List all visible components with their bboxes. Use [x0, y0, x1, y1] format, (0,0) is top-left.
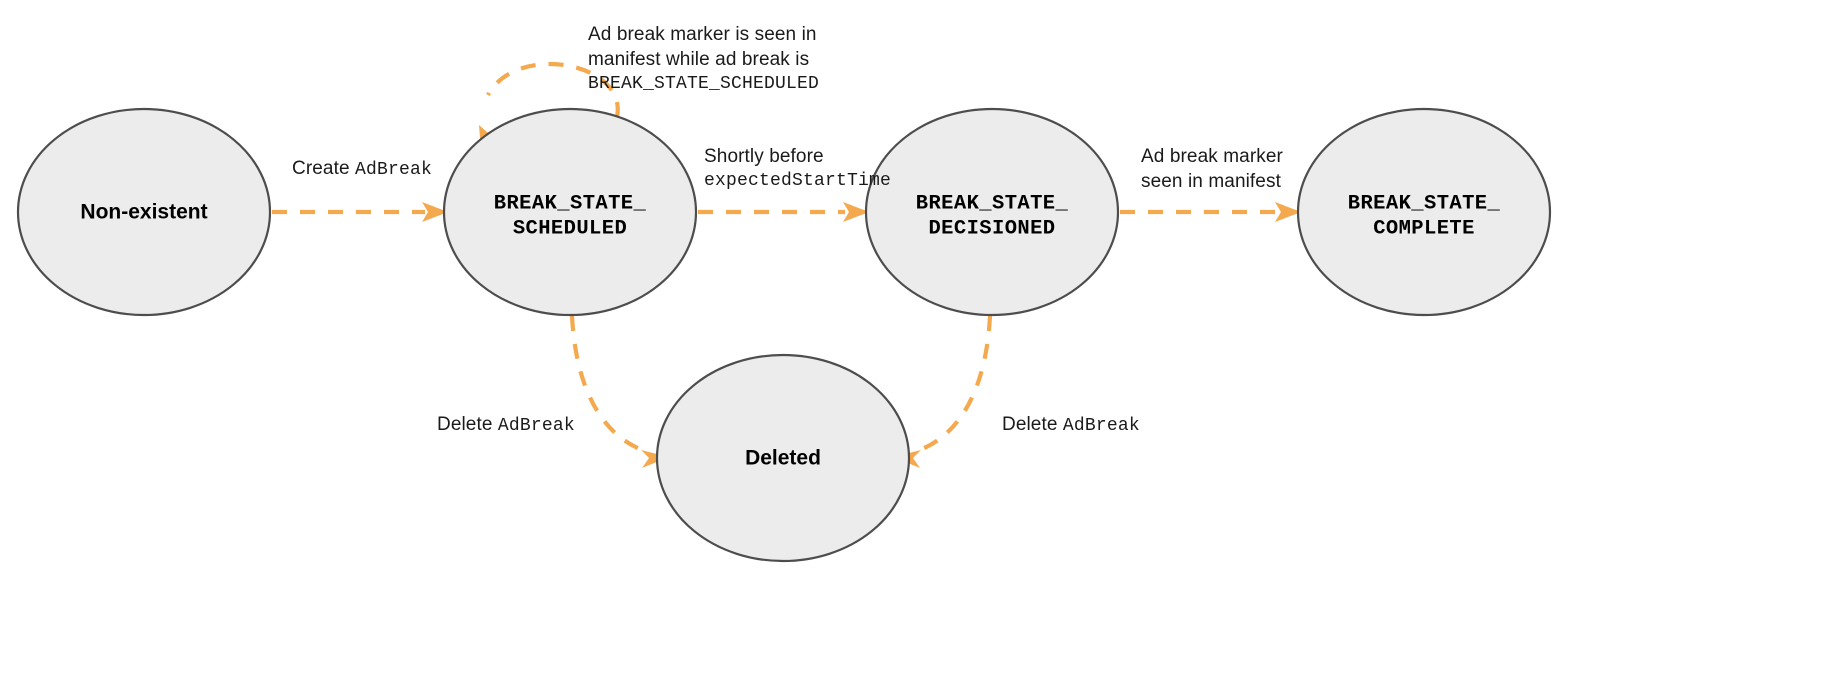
node-label-non-existent: Non-existent [80, 201, 207, 224]
arrowhead-decisioned-to-complete [1275, 202, 1301, 222]
arrowhead-scheduled-to-decisioned [843, 202, 869, 222]
edge-label-create-adbreak-text: Create [292, 158, 356, 179]
edge-scheduled-to-decisioned [698, 202, 869, 222]
edge-label-marker-seen-line2: seen in manifest [1141, 171, 1281, 192]
node-non-existent[interactable]: Non-existent [16, 107, 272, 317]
edge-label-scheduled-to-deleted: Delete AdBreak [437, 412, 575, 439]
node-deleted[interactable]: Deleted [655, 353, 911, 563]
node-shape-break-state-decisioned[interactable] [864, 107, 1120, 317]
node-break-state-complete[interactable]: BREAK_STATE_ COMPLETE [1296, 107, 1552, 317]
edge-path-scheduled-self-loop [486, 62, 620, 118]
edge-label-delete-left-mono: AdBreak [497, 416, 575, 436]
edge-scheduled-to-deleted [569, 315, 669, 468]
edge-path-decisioned-to-deleted [921, 315, 993, 451]
edge-label-scheduled-to-decisioned: Shortly before expectedStartTime [704, 144, 891, 194]
edge-label-delete-left-text: Delete [437, 414, 498, 435]
arrowhead-create-adbreak [422, 202, 448, 222]
node-label-break-state-complete-line2: COMPLETE [1373, 217, 1475, 240]
edge-label-scheduled-self-loop: Ad break marker is seen in manifest whil… [588, 22, 819, 97]
node-label-break-state-scheduled-line2: SCHEDULED [513, 217, 627, 240]
edge-label-create-adbreak: Create AdBreak [292, 156, 432, 183]
node-shape-deleted[interactable] [655, 353, 911, 563]
edge-label-delete-right-text: Delete [1002, 414, 1063, 435]
edge-create-adbreak [272, 202, 448, 222]
node-shape-break-state-complete[interactable] [1296, 107, 1552, 317]
edge-label-self-loop-line1: Ad break marker is seen in [588, 24, 817, 45]
edge-label-shortly-before-line2: expectedStartTime [704, 171, 892, 191]
edge-label-self-loop-line2: manifest while ad break is [588, 49, 810, 70]
node-label-break-state-complete-line1: BREAK_STATE_ [1348, 192, 1501, 215]
edge-label-marker-seen-line1: Ad break marker [1141, 146, 1283, 167]
node-shape-break-state-scheduled[interactable] [442, 107, 698, 317]
edge-decisioned-to-complete [1120, 202, 1301, 222]
node-label-break-state-decisioned-line1: BREAK_STATE_ [916, 192, 1069, 215]
node-shape-non-existent[interactable] [16, 107, 272, 317]
node-label-break-state-scheduled-line1: BREAK_STATE_ [494, 192, 647, 215]
node-label-break-state-decisioned-line2: DECISIONED [928, 217, 1055, 240]
node-label-deleted: Deleted [745, 447, 821, 470]
node-break-state-scheduled[interactable]: BREAK_STATE_ SCHEDULED [442, 107, 698, 317]
edge-label-self-loop-line3: BREAK_STATE_SCHEDULED [588, 74, 820, 94]
edge-label-delete-right-mono: AdBreak [1062, 416, 1140, 436]
edge-path-scheduled-to-deleted [569, 315, 641, 451]
edge-label-decisioned-to-complete: Ad break marker seen in manifest [1141, 144, 1283, 194]
node-break-state-decisioned[interactable]: BREAK_STATE_ DECISIONED [864, 107, 1120, 317]
arrowhead-scheduled-to-deleted [641, 450, 669, 468]
edge-label-create-adbreak-mono: AdBreak [355, 160, 433, 180]
edge-label-decisioned-to-deleted: Delete AdBreak [1002, 412, 1140, 439]
edge-label-shortly-before-line1: Shortly before [704, 146, 824, 167]
